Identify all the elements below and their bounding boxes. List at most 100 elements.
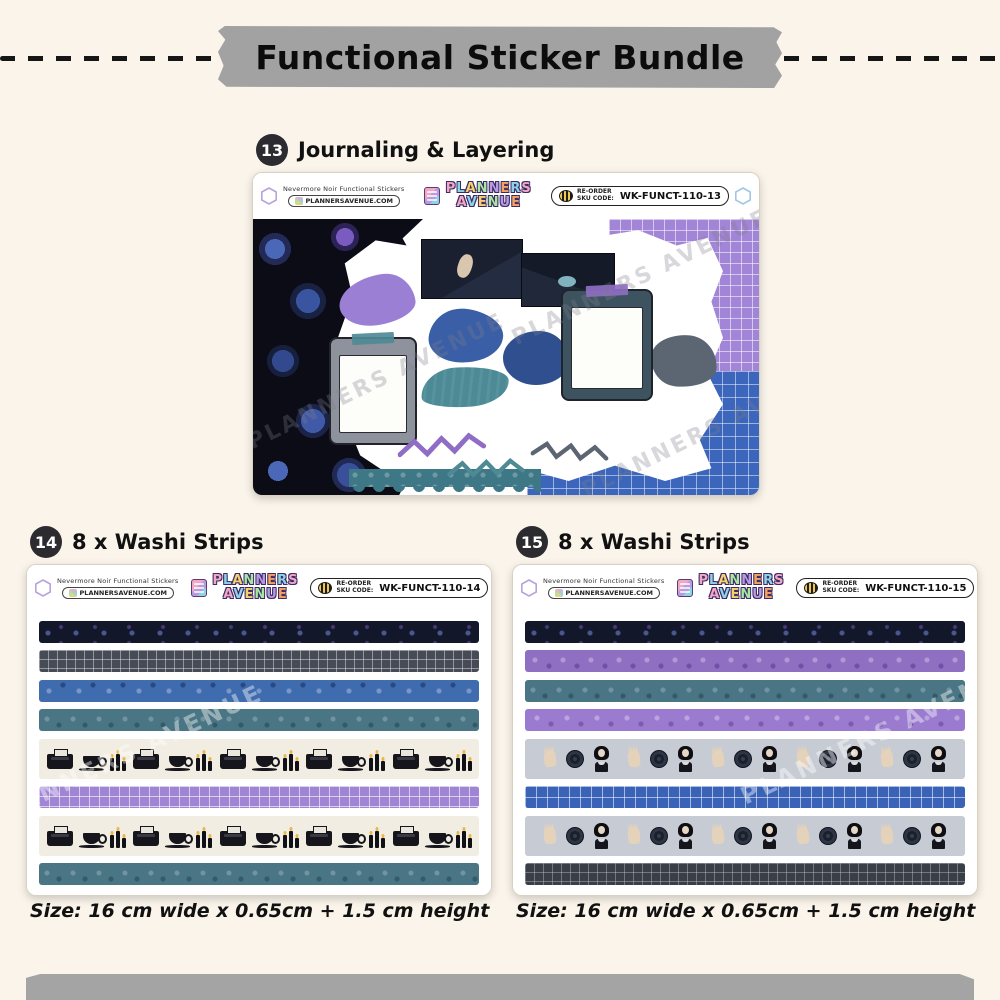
fan-icon [818, 826, 837, 845]
fan-icon [902, 826, 921, 845]
product-line-label: Nevermore Noir Functional Stickers [283, 185, 405, 193]
coffee-cup-icon [338, 832, 366, 848]
sheet-content-washi-right: PLANNERS AVENUE [513, 611, 977, 895]
coffee-cup-icon [78, 832, 107, 848]
washi-strip-blue-pattern [39, 679, 479, 702]
logo-avenue: AVENUE [709, 587, 774, 602]
wednesday-icon [594, 822, 610, 849]
washi-strip-gray-grid [39, 650, 479, 673]
reorder-label: RE-ORDER SKU CODE: [336, 580, 374, 594]
candles-icon [455, 823, 472, 849]
typewriter-icon [46, 826, 73, 847]
fan-icon [650, 749, 669, 768]
product-line-label: Nevermore Noir Functional Stickers [543, 577, 665, 585]
section-label-washi-left: 8 x Washi Strips [72, 530, 264, 554]
tape-strip-purple [585, 283, 629, 298]
washi-strip-teal-pattern [525, 679, 965, 702]
hexagon-icon [261, 187, 277, 205]
sticker-sheet-washi-left: Nevermore Noir Functional Stickers PLANN… [26, 564, 492, 896]
sheet-header: Nevermore Noir Functional Stickers PLANN… [513, 565, 977, 611]
navy-paint-blob [503, 331, 569, 385]
typewriter-icon [392, 749, 419, 770]
wednesday-icon [846, 822, 862, 849]
fan-icon [566, 749, 585, 768]
journal-card-gray [329, 331, 417, 445]
sku-code: WK-FUNCT-110-15 [865, 582, 967, 594]
washi-strip-objects [39, 738, 479, 779]
washi-strip-darkgray-grid [525, 862, 965, 885]
journal-card-teal [561, 283, 653, 401]
website-pill: PLANNERSAVENUE.COM [547, 587, 660, 599]
wednesday-icon [762, 745, 778, 772]
section-header-washi-left: 14 8 x Washi Strips [30, 526, 264, 558]
sticker-sheet-washi-right: Nevermore Noir Functional Stickers PLANN… [512, 564, 978, 896]
candles-icon [369, 823, 385, 849]
bee-icon [804, 582, 819, 594]
hexagon-icon [735, 187, 751, 205]
thing-hand-icon [627, 749, 642, 768]
fan-icon [566, 826, 585, 845]
typewriter-icon [306, 826, 332, 847]
photo-sticker-hand [421, 239, 523, 299]
thing-hand-icon [711, 749, 726, 768]
candles-icon [369, 746, 385, 772]
website-pill: PLANNERSAVENUE.COM [61, 587, 174, 599]
website-label: PLANNERSAVENUE.COM [305, 197, 393, 205]
washi-strip-blue-grid [525, 786, 965, 809]
mini-logo-icon [68, 589, 77, 597]
product-line-label: Nevermore Noir Functional Stickers [57, 577, 179, 585]
fan-icon [818, 749, 837, 768]
typewriter-icon [133, 826, 159, 847]
wednesday-icon [678, 822, 694, 849]
brand-block: Nevermore Noir Functional Stickers PLANN… [57, 577, 179, 599]
purple-zigzag-scribble [396, 424, 497, 464]
mini-logo-icon [294, 197, 303, 205]
logo-avenue: AVENUE [223, 587, 288, 602]
thing-hand-icon [711, 826, 726, 845]
coffee-cup-icon [165, 832, 193, 848]
thing-hand-icon [795, 749, 810, 768]
typewriter-icon [133, 749, 159, 770]
thing-hand-icon [795, 826, 810, 845]
sticker-sheet-journaling: Nevermore Noir Functional Stickers PLANN… [252, 172, 760, 496]
coffee-cup-icon [251, 755, 280, 771]
thing-hand-icon [543, 826, 558, 845]
typewriter-icon [306, 749, 332, 770]
gray-zigzag-scribble [530, 434, 618, 468]
candles-icon [282, 746, 299, 772]
wednesday-icon [762, 822, 778, 849]
washi-strip-dark-pattern [39, 621, 479, 643]
washi-strip-dark-pattern [525, 621, 965, 643]
thing-hand-icon [627, 826, 642, 845]
brand-block: Nevermore Noir Functional Stickers PLANN… [543, 577, 665, 599]
washi-strip-purple-pattern [525, 709, 965, 732]
washi-strip-characters [525, 815, 965, 856]
reorder-sku-pill: RE-ORDER SKU CODE: WK-FUNCT-110-15 [796, 578, 975, 598]
reorder-label: RE-ORDER SKU CODE: [822, 580, 860, 594]
washi-strip-teal-pattern [39, 862, 479, 885]
fan-icon [734, 826, 753, 845]
reorder-label: RE-ORDER SKU CODE: [577, 188, 614, 202]
planner-sticker-icon [676, 579, 693, 597]
website-label: PLANNERSAVENUE.COM [565, 589, 653, 597]
washi-strip-objects [39, 815, 479, 856]
section-label-journaling: Journaling & Layering [298, 138, 555, 162]
planner-sticker-icon [190, 579, 207, 597]
title-banner-tape: Functional Sticker Bundle [218, 26, 782, 88]
sku-code: WK-FUNCT-110-13 [619, 190, 721, 202]
candles-icon [196, 746, 212, 772]
logo-planners: PLANNERS [445, 181, 532, 197]
sheet-content-journaling: PLANNERS AVENUE PLANNERS AVENUE PLANNERS… [253, 204, 759, 495]
section-label-washi-right: 8 x Washi Strips [558, 530, 750, 554]
typewriter-icon [219, 749, 246, 770]
washi-strip-teal-pattern [39, 709, 479, 732]
logo-planners: PLANNERS [698, 573, 785, 589]
planners-avenue-logo: PLANNERS AVENUE [446, 182, 532, 209]
hexagon-icon [521, 579, 537, 597]
sheet-header: Nevermore Noir Functional Stickers PLANN… [27, 565, 491, 611]
coffee-cup-icon [251, 832, 280, 848]
candles-icon [455, 746, 472, 772]
typewriter-icon [392, 826, 419, 847]
fan-icon [734, 749, 753, 768]
website-label: PLANNERSAVENUE.COM [79, 589, 167, 597]
